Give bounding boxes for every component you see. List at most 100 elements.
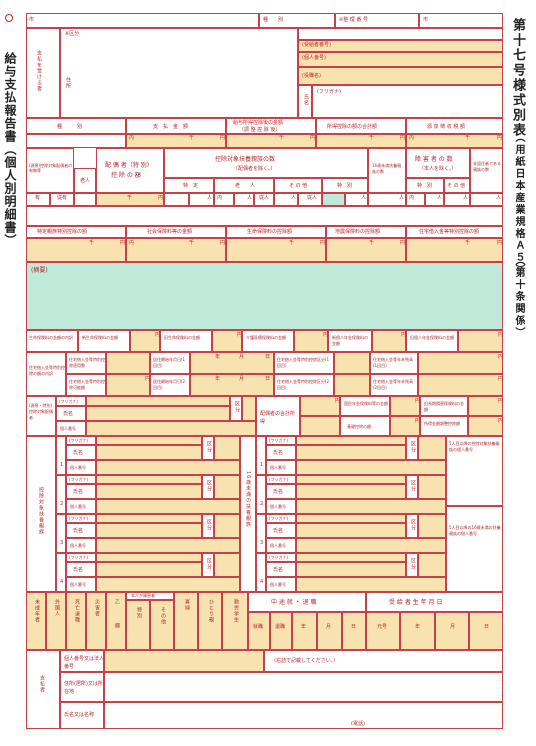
housing-applicable-value[interactable] — [106, 352, 150, 374]
new-pension-value[interactable]: 円 — [372, 330, 406, 352]
income-adj-value[interactable]: 円 — [468, 416, 503, 436]
housing-type1-value[interactable] — [334, 352, 370, 374]
dep-right-div-value[interactable] — [418, 475, 446, 499]
income-total-deduction-value[interactable]: 千円 — [316, 134, 406, 148]
special-disabled-cell[interactable]: 特別 — [126, 600, 150, 650]
other-count[interactable]: 人 — [274, 193, 298, 206]
dep-left-name-field[interactable] — [96, 523, 202, 538]
income-after-value[interactable]: 千円 — [226, 134, 316, 148]
dep-right-name-field[interactable] — [296, 445, 406, 460]
other-jyu[interactable]: 従人 — [298, 193, 322, 206]
recipient-name-cell[interactable]: (フリガナ) — [312, 85, 503, 118]
dep-right-furigana-field[interactable] — [296, 553, 406, 562]
disabled-other-value[interactable]: 人 — [444, 193, 470, 206]
balance1-value[interactable]: 円 — [418, 352, 503, 374]
dep-left-furigana-field[interactable] — [96, 553, 202, 562]
payer-address-field[interactable] — [104, 672, 503, 702]
category-cell[interactable]: 種 別 — [259, 13, 335, 28]
mid-month[interactable]: 月 — [317, 612, 342, 650]
disaster-cell[interactable]: 災害者 — [86, 592, 106, 650]
life-value[interactable]: 千円 — [226, 238, 326, 262]
housing-type2-value[interactable] — [334, 374, 370, 396]
old-jyu[interactable]: 従人 — [254, 193, 274, 206]
dep-left-number-field[interactable] — [96, 460, 240, 475]
dep-left-div-value[interactable] — [214, 436, 240, 460]
city2-cell[interactable]: 市 — [419, 13, 503, 28]
dep-right-div-value[interactable] — [418, 436, 446, 460]
dep-left-div-value[interactable] — [214, 475, 240, 499]
dep-right-div-value[interactable] — [418, 553, 446, 577]
dep-left-number-field[interactable] — [96, 499, 240, 514]
old-inner[interactable]: 内 — [214, 193, 234, 206]
dep-left-number-field[interactable] — [96, 577, 240, 592]
income-tax-value[interactable]: 内千円 — [406, 134, 503, 148]
dep-right-furigana-field[interactable] — [296, 514, 406, 523]
disabled-special-count[interactable]: 人 — [425, 193, 444, 206]
birth-era[interactable]: 元号 — [366, 612, 400, 650]
recipient-number-cell[interactable]: (受給者番号) — [298, 40, 503, 52]
old-pension-value[interactable]: 円 — [458, 330, 503, 352]
special-dep-count[interactable]: 人 — [345, 193, 368, 206]
spouse-div-value[interactable] — [242, 396, 256, 421]
city-cell[interactable]: 市 — [26, 13, 259, 28]
specific-value[interactable] — [164, 193, 189, 206]
dep-left-name-field[interactable] — [96, 484, 202, 499]
dep-left-furigana-field[interactable] — [96, 514, 202, 523]
dep-right-number-field[interactable] — [296, 460, 446, 475]
spouse-number-field[interactable] — [86, 421, 256, 436]
dep-right-furigana-field[interactable] — [296, 475, 406, 484]
b-column-cell[interactable]: 乙欄 — [106, 592, 126, 650]
spouse-income-value[interactable]: 円 — [300, 396, 340, 416]
birth-year[interactable]: 年 — [400, 612, 435, 650]
payer-name-field[interactable]: (電話) — [104, 702, 503, 729]
special-dep-value[interactable] — [322, 193, 345, 206]
dep-right-number-field[interactable] — [296, 577, 446, 592]
under16-value[interactable]: 人 — [368, 193, 406, 206]
recipient-individual-number-cell[interactable]: (個人番号) — [298, 52, 503, 67]
old-long-value[interactable]: 円 — [468, 396, 503, 416]
dep-left-div-value[interactable] — [214, 553, 240, 577]
dep-left-furigana-field[interactable] — [96, 475, 202, 484]
allowable-value[interactable]: 円 — [106, 374, 150, 396]
nonresident-value[interactable]: 人 — [470, 193, 503, 206]
care-value[interactable]: 円 — [294, 330, 328, 352]
working-student-cell[interactable]: 勤労学生 — [222, 592, 248, 650]
residence-start2-value[interactable]: 年月日 — [190, 374, 274, 396]
specific-count[interactable]: 人 — [189, 193, 214, 206]
housing-value[interactable]: 千円 — [406, 238, 503, 262]
widow-cell[interactable]: 寡婦 — [174, 592, 198, 650]
earthquake-value[interactable]: 千円 — [326, 238, 406, 262]
dep-right-name-field[interactable] — [296, 523, 406, 538]
mid-year[interactable]: 年 — [292, 612, 317, 650]
income-payment-value[interactable]: 内千円 — [126, 134, 226, 148]
spouse-status-yes[interactable]: 有 — [26, 193, 50, 206]
dep-right-furigana-field[interactable] — [296, 436, 406, 445]
insured-number-cell[interactable]: ※整 理 番 号 — [335, 13, 419, 28]
other-disabled-cell[interactable]: その他 — [150, 600, 174, 650]
payer-number-field[interactable] — [104, 650, 264, 672]
deceased-cell[interactable]: 死亡退職 — [66, 592, 86, 650]
dep-right-name-field[interactable] — [296, 484, 406, 499]
spouse-furigana-field[interactable] — [86, 396, 230, 406]
dep-left-number-field[interactable] — [96, 538, 240, 553]
basic-value[interactable]: 円 — [390, 416, 420, 436]
retired-value[interactable]: 退職 — [270, 612, 292, 650]
old-life-value[interactable]: 円 — [212, 330, 242, 352]
dep-left-name-field[interactable] — [96, 445, 202, 460]
dep-right-name-field[interactable] — [296, 562, 406, 577]
dep-right-number-field[interactable] — [296, 499, 446, 514]
spouse-name-field[interactable] — [86, 406, 230, 421]
residence-start1-value[interactable]: 年月日 — [190, 352, 274, 374]
remarks-field[interactable]: (摘要) — [26, 262, 503, 330]
national-pension-value[interactable]: 円 — [390, 396, 420, 416]
dep-left-name-field[interactable] — [96, 562, 202, 577]
dep-left-furigana-field[interactable] — [96, 436, 202, 445]
foreign-cell[interactable]: 外国人 — [46, 592, 66, 650]
recipient-address-cell[interactable]: ※区分 住所 — [60, 28, 298, 118]
income-type-value[interactable] — [26, 134, 126, 148]
mid-day[interactable]: 日 — [342, 612, 366, 650]
dep-right-number-field[interactable] — [296, 538, 446, 553]
balance2-value[interactable]: 円 — [418, 374, 503, 396]
specific-acq-value[interactable]: 千円 — [26, 238, 126, 262]
spouse-status-jyu[interactable]: 従有 — [50, 193, 74, 206]
